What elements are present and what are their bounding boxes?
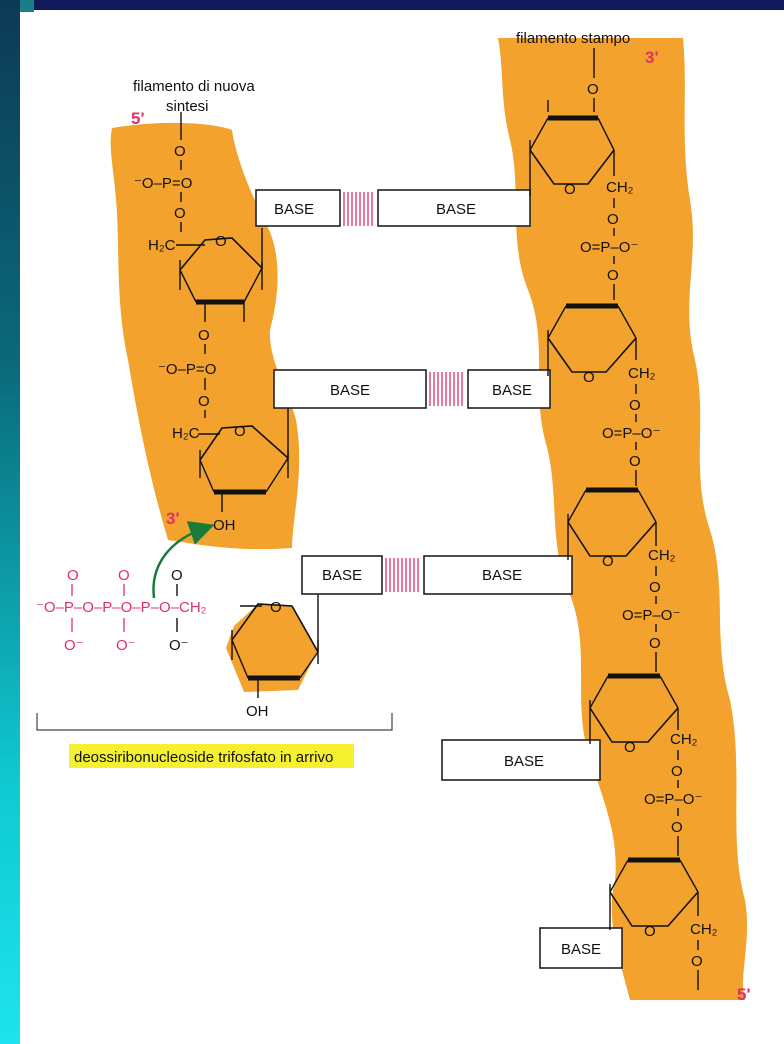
ring-oxygen: O [602,553,614,570]
new-strand-3prime: 3' [166,509,180,528]
nucleophilic-attack-arrow [152,521,215,599]
base-box [423,555,573,595]
deoxyribose-ring [176,228,263,322]
deoxyribose-ring [198,408,289,512]
slide-sidebar [0,0,20,1044]
deoxyribose-ring [529,100,615,196]
ch2-group: CH₂ [648,547,676,564]
base-box [273,369,427,409]
o-minus: O⁻ [169,637,189,654]
hydrogen-bonds [385,558,419,592]
base-label: BASE [504,753,544,770]
incoming-sugar-fill [226,604,318,692]
oxygen-label: O [629,397,641,414]
oxygen-label: O [174,205,186,222]
new-strand-label-line1: filamento di nuova [133,78,255,95]
phosphate-group: O=P–O⁻ [602,425,660,442]
hydroxyl-3prime: OH [213,517,236,534]
base-pair-3: BASE BASE [301,555,573,595]
triphosphate-chain: ⁻O–P–O–P–O–P–O–CH₂ [36,599,207,616]
ring-oxygen: O [270,599,282,616]
base-box [441,739,601,781]
base-label: BASE [492,382,532,399]
base-box [539,927,623,969]
oxygen-label: O [649,635,661,652]
base-box [467,369,551,409]
base-label: BASE [561,941,601,958]
ring-oxygen: O [644,923,656,940]
new-strand-label-line2: sintesi [166,98,209,115]
phosphate-group: ⁻O–P=O [134,175,192,192]
ch2-group: CH₂ [670,731,698,748]
ch2-group: CH₂ [606,179,634,196]
oxygen-label: O [198,393,210,410]
oxygen-label: O [649,579,661,596]
phosphate-group: O=P–O⁻ [622,607,680,624]
oxygen-label: O [587,81,599,98]
ring-oxygen: O [234,423,246,440]
phosphate-group: O=P–O⁻ [580,239,638,256]
phosphate-oxygen: O [67,567,79,584]
template-strand-label: filamento stampo [516,30,630,47]
base-box [301,555,383,595]
phosphate-group: O=P–O⁻ [644,791,702,808]
sidebar-accent [20,0,34,12]
ch2-group: H₂C [172,425,200,442]
phosphate-group: ⁻O–P=O [158,361,216,378]
deoxyribose-ring [609,857,699,930]
oxygen-label: O [174,143,186,160]
ring-oxygen: O [215,233,227,250]
oxygen-label: O [629,453,641,470]
base-pair-2: BASE BASE [273,369,551,409]
template-strand-3prime: 3' [645,48,659,67]
deoxyribose-ring [567,487,657,560]
base-label: BASE [274,201,314,218]
oxygen-label: O [671,819,683,836]
base-box [255,189,341,227]
deoxyribose-ring [547,303,637,376]
base-label: BASE [436,201,476,218]
base-box [377,189,531,227]
label-highlight [69,744,354,768]
ch2-group: CH₂ [628,365,656,382]
phosphate-oxygen: O [118,567,130,584]
hydrogen-bonds [429,372,463,406]
hydrogen-bonds [343,192,373,226]
hydroxyl-3prime: OH [246,703,269,720]
o-minus: O⁻ [116,637,136,654]
ring-oxygen: O [583,369,595,386]
deoxyribose-ring [231,592,319,698]
ring-oxygen: O [564,181,576,198]
template-strand-backbone [498,38,748,1000]
oxygen-label: O [198,327,210,344]
base-label: BASE [322,567,362,584]
base-label: BASE [330,382,370,399]
oxygen-label: O [607,211,619,228]
o-minus: O⁻ [64,637,84,654]
oxygen-label: O [671,763,683,780]
base-label: BASE [482,567,522,584]
ring-oxygen: O [624,739,636,756]
new-strand-5prime: 5' [131,109,145,128]
new-strand-backbone [110,122,300,550]
ch2-group: H₂C [148,237,176,254]
base-pair-1: BASE BASE [255,189,531,227]
ch2-group: CH₂ [690,921,718,938]
template-strand-5prime: 5' [737,985,751,1004]
deoxyribose-ring [589,673,679,744]
bracket [36,713,393,731]
oxygen-label: O [607,267,619,284]
top-border [0,0,784,10]
phosphate-oxygen: O [171,567,183,584]
oxygen-label: O [691,953,703,970]
incoming-label: deossiribonucleoside trifosfato in arriv… [74,749,333,766]
